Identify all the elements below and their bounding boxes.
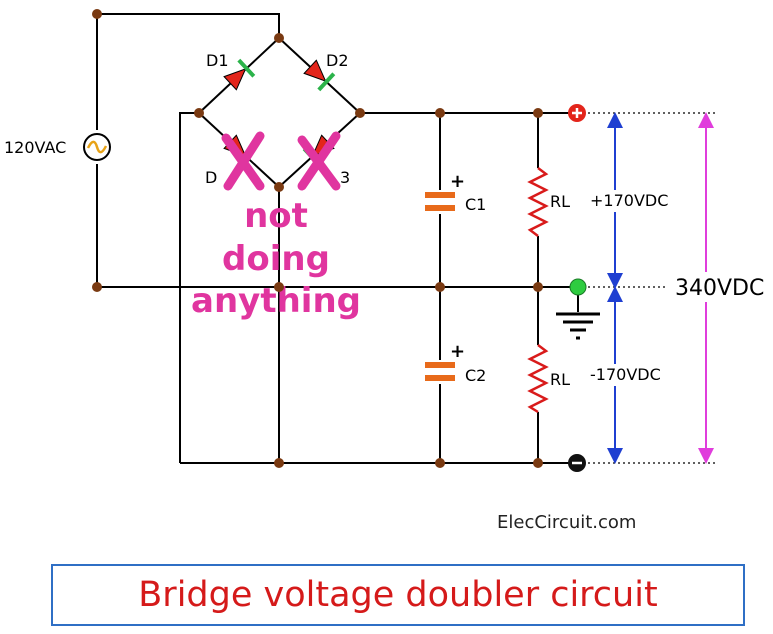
crossout-right-b xyxy=(297,131,341,191)
label-rl-bottom: RL xyxy=(550,370,570,389)
negative-terminal-icon xyxy=(568,454,586,472)
ac-source-icon xyxy=(83,133,111,161)
c2-plus-sign: + xyxy=(450,341,465,362)
label-d3-partial: 3 xyxy=(340,168,350,187)
label-d2: D2 xyxy=(326,51,349,70)
resistor-rl-top xyxy=(527,167,549,237)
crossout-marks xyxy=(221,131,341,191)
ground-icon xyxy=(556,312,600,340)
wire-left-bridge-loop xyxy=(179,112,199,463)
diode-d2 xyxy=(303,59,336,92)
diode-d1 xyxy=(223,58,256,91)
label-positive-voltage: +170VDC xyxy=(590,191,668,210)
label-c2: C2 xyxy=(465,366,486,385)
annotation-line2: doing xyxy=(222,239,330,279)
wire-top-loop xyxy=(97,13,280,38)
junction-nodes xyxy=(92,9,543,468)
label-rl-top: RL xyxy=(550,192,570,211)
site-credit: ElecCircuit.com xyxy=(497,512,636,533)
label-source: 120VAC xyxy=(4,138,66,157)
capacitor-c1: + xyxy=(425,171,465,211)
capacitor-c2: + xyxy=(425,341,465,381)
page-title: Bridge voltage doubler circuit xyxy=(138,575,658,615)
label-d1: D1 xyxy=(206,51,229,70)
crossout-left-b xyxy=(223,131,265,191)
c1-plus-sign: + xyxy=(450,171,465,192)
positive-terminal-icon xyxy=(568,104,586,122)
wires xyxy=(96,13,580,464)
annotation-line1: not xyxy=(244,196,308,236)
resistor-rl-bottom xyxy=(527,344,549,414)
label-total-voltage: 340VDC xyxy=(675,276,764,301)
ground-node-icon xyxy=(569,278,587,296)
title-box: Bridge voltage doubler circuit xyxy=(51,564,745,626)
label-d4-partial: D xyxy=(205,168,217,187)
label-negative-voltage: -170VDC xyxy=(590,365,661,384)
label-c1: C1 xyxy=(465,195,486,214)
